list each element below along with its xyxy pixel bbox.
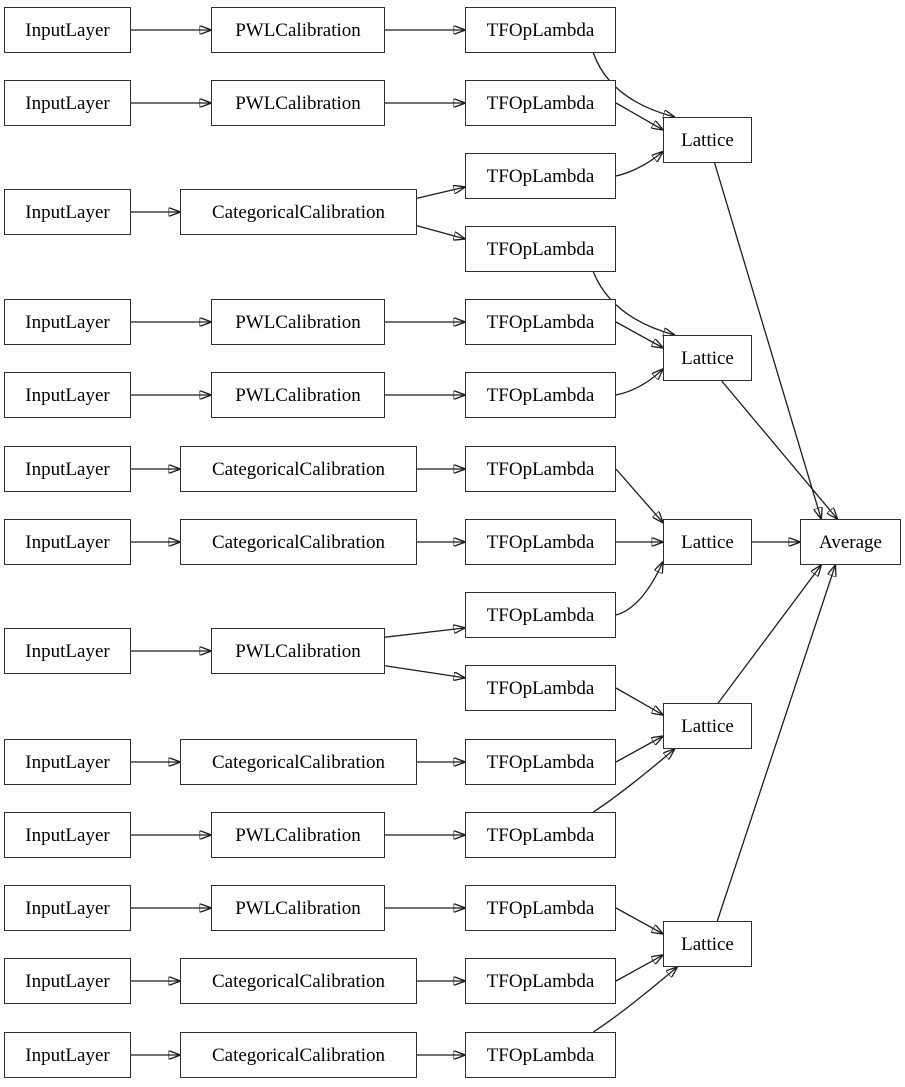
node-p8-pwlcalibration: PWLCalibration bbox=[211, 628, 385, 674]
node-t8-tfoplambda: TFOpLambda bbox=[465, 519, 616, 565]
edge-t4-L2 bbox=[592, 271, 674, 335]
edge-cc3-t3 bbox=[416, 187, 465, 199]
node-i9-inputlayer: InputLayer bbox=[4, 739, 131, 785]
edge-t3-L1 bbox=[615, 152, 663, 177]
node-cc6-categoricalcalibration: CategoricalCalibration bbox=[180, 446, 417, 492]
node-t14-tfoplambda: TFOpLambda bbox=[465, 958, 616, 1004]
node-t9-tfoplambda: TFOpLambda bbox=[465, 592, 616, 638]
edge-t7-L3 bbox=[615, 468, 663, 523]
edge-t5-L2 bbox=[615, 321, 663, 348]
node-L5-lattice: Lattice bbox=[663, 921, 752, 967]
node-t4-tfoplambda: TFOpLambda bbox=[465, 226, 616, 272]
edge-t2-L1 bbox=[615, 102, 663, 130]
node-p11-pwlcalibration: PWLCalibration bbox=[211, 885, 385, 931]
node-i11-inputlayer: InputLayer bbox=[4, 885, 131, 931]
edge-p8-t9 bbox=[384, 628, 465, 638]
node-i8-inputlayer: InputLayer bbox=[4, 628, 131, 674]
edge-t6-L2 bbox=[615, 369, 663, 396]
node-i1-inputlayer: InputLayer bbox=[4, 7, 131, 53]
node-p10-pwlcalibration: PWLCalibration bbox=[211, 812, 385, 858]
node-t1-tfoplambda: TFOpLambda bbox=[465, 7, 616, 53]
node-p5-pwlcalibration: PWLCalibration bbox=[211, 372, 385, 418]
node-cc12-categoricalcalibration: CategoricalCalibration bbox=[180, 958, 417, 1004]
node-i6-inputlayer: InputLayer bbox=[4, 446, 131, 492]
edge-t1-L1 bbox=[592, 52, 674, 117]
node-avg-average: Average bbox=[800, 519, 901, 565]
node-cc9-categoricalcalibration: CategoricalCalibration bbox=[180, 739, 417, 785]
node-cc7-categoricalcalibration: CategoricalCalibration bbox=[180, 519, 417, 565]
node-L3-lattice: Lattice bbox=[663, 519, 752, 565]
node-L4-lattice: Lattice bbox=[663, 703, 752, 749]
node-i10-inputlayer: InputLayer bbox=[4, 812, 131, 858]
node-t6-tfoplambda: TFOpLambda bbox=[465, 372, 616, 418]
node-t11-tfoplambda: TFOpLambda bbox=[465, 739, 616, 785]
node-cc3-categoricalcalibration: CategoricalCalibration bbox=[180, 189, 417, 235]
edge-group bbox=[131, 30, 837, 1055]
node-t12-tfoplambda: TFOpLambda bbox=[465, 812, 616, 858]
node-cc13-categoricalcalibration: CategoricalCalibration bbox=[180, 1032, 417, 1078]
node-t3-tfoplambda: TFOpLambda bbox=[465, 153, 616, 199]
node-t10-tfoplambda: TFOpLambda bbox=[465, 665, 616, 711]
node-t5-tfoplambda: TFOpLambda bbox=[465, 299, 616, 345]
node-i3-inputlayer: InputLayer bbox=[4, 189, 131, 235]
node-p1-pwlcalibration: PWLCalibration bbox=[211, 7, 385, 53]
edge-t13-L5 bbox=[615, 907, 663, 934]
edge-L4-avg bbox=[717, 565, 821, 704]
edge-t14-L5 bbox=[615, 955, 663, 982]
node-i12-inputlayer: InputLayer bbox=[4, 958, 131, 1004]
node-p4-pwlcalibration: PWLCalibration bbox=[211, 299, 385, 345]
edge-L1-avg bbox=[713, 162, 822, 519]
node-i2-inputlayer: InputLayer bbox=[4, 80, 131, 126]
node-L2-lattice: Lattice bbox=[663, 335, 752, 381]
edge-t15-L5 bbox=[592, 967, 677, 1033]
node-i4-inputlayer: InputLayer bbox=[4, 299, 131, 345]
node-t7-tfoplambda: TFOpLambda bbox=[465, 446, 616, 492]
edge-p8-t10 bbox=[384, 665, 465, 678]
edge-t10-L4 bbox=[615, 687, 663, 715]
edge-L5-avg bbox=[716, 565, 835, 922]
node-i5-inputlayer: InputLayer bbox=[4, 372, 131, 418]
node-p2-pwlcalibration: PWLCalibration bbox=[211, 80, 385, 126]
edge-L2-avg bbox=[721, 380, 838, 519]
node-i7-inputlayer: InputLayer bbox=[4, 519, 131, 565]
node-L1-lattice: Lattice bbox=[663, 117, 752, 163]
edge-t12-L4 bbox=[592, 749, 674, 813]
node-t2-tfoplambda: TFOpLambda bbox=[465, 80, 616, 126]
edge-t11-L4 bbox=[615, 736, 663, 763]
node-t15-tfoplambda: TFOpLambda bbox=[465, 1032, 616, 1078]
node-i13-inputlayer: InputLayer bbox=[4, 1032, 131, 1078]
edge-cc3-t4 bbox=[416, 225, 465, 239]
node-t13-tfoplambda: TFOpLambda bbox=[465, 885, 616, 931]
edge-t9-L3 bbox=[615, 562, 663, 616]
